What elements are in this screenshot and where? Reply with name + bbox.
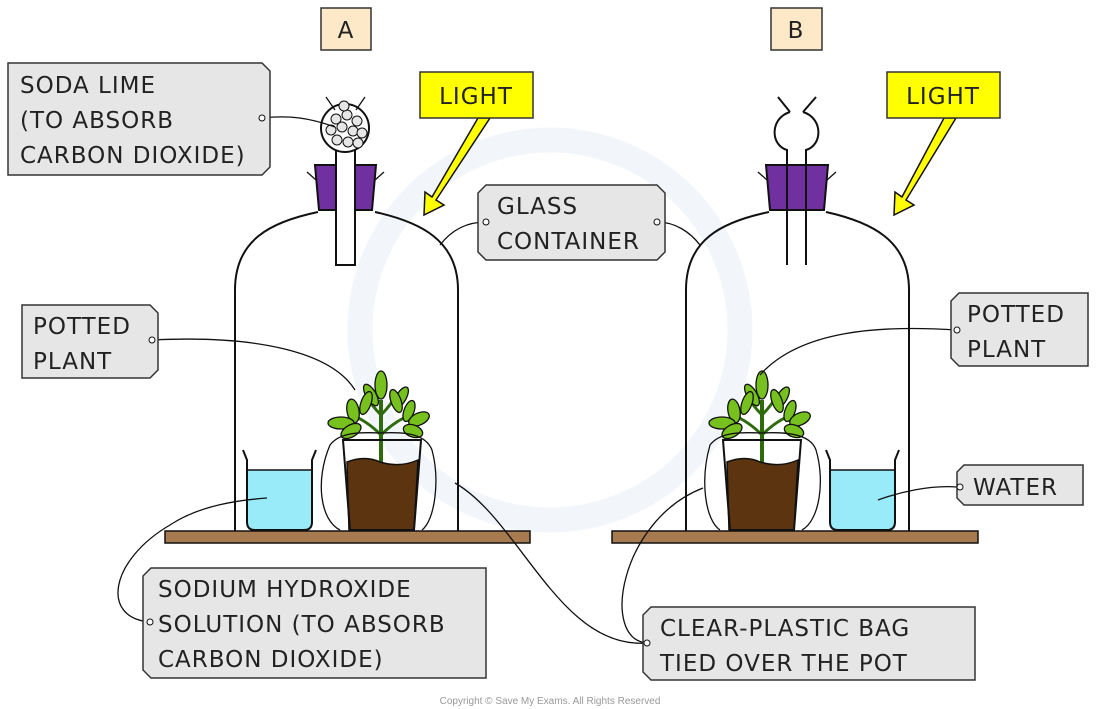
potted-plant-label-b: POTTED PLANT	[950, 292, 1089, 367]
potted-plant-b-line-1: POTTED	[967, 302, 1065, 328]
setup-b-label: B	[770, 7, 823, 51]
light-text-a: LIGHT	[439, 84, 513, 110]
potted-plant-a	[320, 369, 437, 531]
light-arrow-b-icon	[893, 117, 958, 217]
light-label-b: LIGHT	[886, 71, 1001, 217]
sodium-hydroxide-beaker	[242, 449, 317, 531]
light-arrow-a-icon	[423, 117, 492, 217]
soda-lime-line-1: SODA LIME	[20, 73, 156, 99]
potted-plant-a-line-2: PLANT	[33, 349, 112, 375]
light-text-b: LIGHT	[906, 84, 980, 110]
plastic-bag-line-1: CLEAR-PLASTIC BAG	[660, 616, 910, 642]
sodium-hydroxide-line-3: CARBON DIOXIDE)	[158, 647, 384, 673]
shelf-a	[164, 530, 531, 544]
glass-container-label: GLASS CONTAINER	[477, 184, 666, 261]
setup-b-letter: B	[788, 18, 805, 44]
glass-container-a	[234, 96, 459, 531]
sodium-hydroxide-line-2: SOLUTION (TO ABSORB	[158, 612, 446, 638]
setup-a-label: A	[320, 7, 372, 51]
soda-lime-line-3: CARBON DIOXIDE)	[20, 143, 246, 169]
soda-lime-bulb	[320, 96, 370, 153]
plastic-bag-b	[704, 431, 821, 531]
watermark-logo	[347, 127, 753, 533]
potted-plant-a-line-1: POTTED	[33, 314, 131, 340]
water-beaker	[825, 449, 900, 531]
stopper-b	[764, 164, 830, 211]
water-text: WATER	[973, 475, 1058, 501]
light-label-a: LIGHT	[419, 71, 534, 217]
plastic-bag-label: CLEAR-PLASTIC BAG TIED OVER THE POT	[642, 606, 976, 681]
shelf-b	[611, 530, 979, 544]
potted-plant-b-line-2: PLANT	[967, 337, 1046, 363]
tube-a	[335, 149, 356, 266]
setup-a-letter: A	[338, 18, 355, 44]
potted-plant-b	[704, 369, 821, 531]
sodium-hydroxide-label: SODIUM HYDROXIDE SOLUTION (TO ABSORB CAR…	[142, 567, 487, 679]
potted-plant-label-a: POTTED PLANT	[21, 304, 159, 379]
soda-lime-label: SODA LIME (TO ABSORB CARBON DIOXIDE)	[7, 62, 271, 176]
plastic-bag-line-2: TIED OVER THE POT	[659, 651, 908, 677]
copyright-notice: Copyright © Save My Exams. All Rights Re…	[440, 696, 661, 707]
sodium-hydroxide-line-1: SODIUM HYDROXIDE	[158, 577, 412, 603]
soda-lime-line-2: (TO ABSORB	[20, 108, 174, 134]
glass-container-b	[685, 96, 910, 531]
water-label: WATER	[956, 464, 1084, 506]
plastic-bag-a	[320, 431, 437, 531]
glass-container-line-2: CONTAINER	[497, 229, 640, 255]
glass-container-line-1: GLASS	[497, 194, 578, 220]
